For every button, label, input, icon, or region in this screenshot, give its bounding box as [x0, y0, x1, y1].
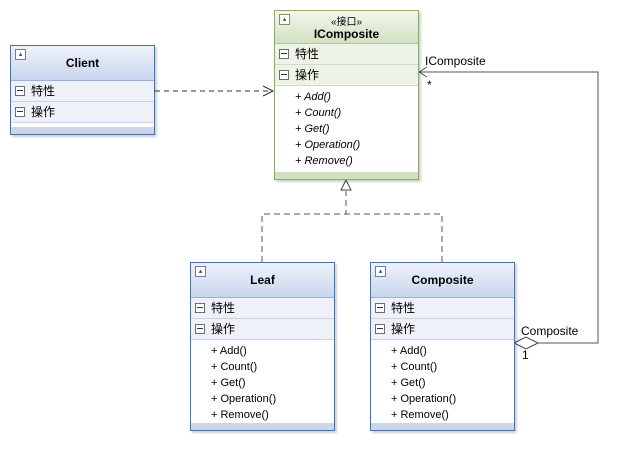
operation-item[interactable]: + Get()	[391, 377, 426, 389]
client-attributes-section[interactable]: 特性	[11, 81, 154, 102]
association-source-role: Composite	[521, 324, 579, 338]
icomposite-interface[interactable]: ▴ «接口» IComposite 特性 操作 + Add() + Count(…	[274, 10, 419, 180]
collapse-icon[interactable]	[195, 324, 205, 334]
collapse-icon[interactable]	[15, 107, 25, 117]
operation-item[interactable]: + Remove()	[391, 409, 449, 421]
collapse-icon[interactable]: ▴	[279, 14, 290, 25]
icomposite-operations-section[interactable]: 操作	[275, 65, 418, 86]
operation-item[interactable]: + Add()	[295, 91, 331, 103]
icomposite-header: ▴ «接口» IComposite	[275, 11, 418, 44]
icomposite-operation-list: + Add() + Count() + Get() + Operation() …	[275, 86, 418, 169]
operation-item[interactable]: + Count()	[391, 361, 438, 373]
section-label: 操作	[31, 105, 56, 119]
section-label: 特性	[391, 301, 416, 315]
icomposite-attributes-section[interactable]: 特性	[275, 44, 418, 65]
operation-item[interactable]: + Remove()	[211, 409, 269, 421]
association-source-multiplicity: 1	[522, 348, 529, 362]
operation-item[interactable]: + Remove()	[295, 155, 353, 167]
class-footer	[275, 172, 418, 179]
collapse-icon[interactable]	[279, 49, 289, 59]
leaf-realization-line	[261, 191, 347, 262]
operation-item[interactable]: + Count()	[211, 361, 258, 373]
association-target-multiplicity: *	[427, 78, 432, 92]
section-label: 操作	[211, 322, 236, 336]
collapse-icon[interactable]	[375, 324, 385, 334]
section-label: 特性	[211, 301, 236, 315]
operation-item[interactable]: + Operation()	[295, 139, 361, 151]
collapse-icon[interactable]	[195, 303, 205, 313]
class-footer	[191, 423, 334, 430]
client-operations-section[interactable]: 操作	[11, 102, 154, 123]
leaf-attributes-section[interactable]: 特性	[191, 298, 334, 319]
section-label: 操作	[391, 322, 416, 336]
aggregation-arrowhead	[418, 66, 428, 78]
class-footer	[11, 127, 154, 134]
stereotype-label: «接口»	[330, 17, 363, 28]
icomposite-interface-name: IComposite	[313, 27, 380, 41]
aggregation-line	[420, 71, 599, 344]
section-label: 特性	[295, 47, 320, 61]
aggregation-diamond	[512, 336, 540, 350]
composite-operation-list: + Add() + Count() + Get() + Operation() …	[371, 340, 514, 423]
collapse-icon[interactable]: ▴	[375, 266, 386, 277]
collapse-icon[interactable]: ▴	[15, 49, 26, 60]
operation-item[interactable]: + Operation()	[211, 393, 277, 405]
section-label: 特性	[31, 84, 56, 98]
leaf-operations-section[interactable]: 操作	[191, 319, 334, 340]
collapse-icon[interactable]	[375, 303, 385, 313]
client-class-name: Client	[65, 56, 100, 70]
operation-item[interactable]: + Add()	[391, 345, 427, 357]
composite-attributes-section[interactable]: 特性	[371, 298, 514, 319]
leaf-operation-list: + Add() + Count() + Get() + Operation() …	[191, 340, 334, 423]
leaf-class[interactable]: ▴ Leaf 特性 操作 + Add() + Count() + Get() +…	[190, 262, 335, 431]
dependency-arrowhead	[262, 85, 275, 97]
client-class[interactable]: ▴ Client 特性 操作	[10, 45, 155, 135]
client-header: ▴ Client	[11, 46, 154, 81]
section-label: 操作	[295, 68, 320, 82]
collapse-icon[interactable]	[279, 70, 289, 80]
operation-item[interactable]: + Add()	[211, 345, 247, 357]
leaf-header: ▴ Leaf	[191, 263, 334, 298]
leaf-class-name: Leaf	[250, 273, 275, 287]
operation-item[interactable]: + Count()	[295, 107, 342, 119]
realization-triangle	[340, 178, 352, 191]
association-target-role: IComposite	[425, 54, 486, 68]
operation-item[interactable]: + Operation()	[391, 393, 457, 405]
class-footer	[371, 423, 514, 430]
collapse-icon[interactable]	[15, 86, 25, 96]
composite-class-name: Composite	[411, 273, 474, 287]
composite-realization-line	[346, 213, 443, 262]
composite-operations-section[interactable]: 操作	[371, 319, 514, 340]
collapse-icon[interactable]: ▴	[195, 266, 206, 277]
composite-class[interactable]: ▴ Composite 特性 操作 + Add() + Count() + Ge…	[370, 262, 515, 431]
operation-item[interactable]: + Get()	[295, 123, 330, 135]
composite-header: ▴ Composite	[371, 263, 514, 298]
operation-item[interactable]: + Get()	[211, 377, 246, 389]
